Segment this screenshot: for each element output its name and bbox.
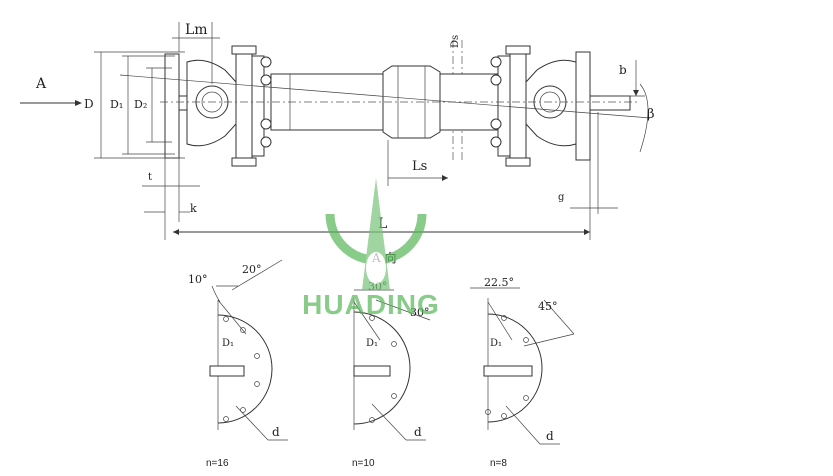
flange-view-n10: 30° 30° D₁ d n=10 <box>352 280 431 469</box>
n16-angle-mid: 20° <box>242 263 262 276</box>
label-ds: Ds <box>450 35 461 48</box>
huading-logo-icon <box>325 178 427 290</box>
n16-hole: d <box>272 425 280 439</box>
n16-count: n=16 <box>206 458 229 469</box>
label-k: k <box>190 202 197 215</box>
flange-view-n8: 22.5° 45° D₁ d n=8 <box>470 276 575 469</box>
n10-pitch: D₁ <box>366 338 378 349</box>
n10-count: n=10 <box>352 458 375 469</box>
label-b: b <box>619 63 627 77</box>
label-g: g <box>558 192 565 203</box>
dimension-lines: A D D₁ D₂ Lm Ds b β Ls <box>20 22 655 265</box>
label-d2: D₂ <box>134 98 147 111</box>
label-l: L <box>378 216 387 232</box>
label-d: D <box>84 97 94 111</box>
left-bolts <box>231 45 272 167</box>
n8-angle-top: 22.5° <box>484 276 514 289</box>
label-lm: Lm <box>185 22 208 38</box>
label-d1: D₁ <box>110 98 123 111</box>
n10-hole: d <box>414 425 422 439</box>
huading-watermark: HUADING <box>302 178 440 320</box>
n8-count: n=8 <box>490 458 507 469</box>
watermark-text: HUADING <box>302 289 440 320</box>
n8-angle-mid: 45° <box>538 300 558 313</box>
flange-view-n16: 10° 20° D₁ d n=16 <box>188 259 288 469</box>
left-flange-plate <box>164 53 180 159</box>
right-flange-plate <box>575 51 591 161</box>
label-arrow-a: A <box>35 76 47 92</box>
label-beta: β <box>647 107 655 122</box>
n8-pitch: D₁ <box>490 338 502 349</box>
label-ls: Ls <box>412 159 427 174</box>
label-t: t <box>148 172 152 183</box>
n16-pitch: D₁ <box>222 338 234 349</box>
n10-angle-mid: 30° <box>410 306 430 319</box>
right-bolt-flange <box>509 49 527 163</box>
shaft-side-view <box>119 40 651 167</box>
left-bolt-flange <box>235 49 253 163</box>
n8-hole: d <box>546 429 554 443</box>
right-bolts <box>490 45 531 167</box>
n16-angle-top: 10° <box>188 273 208 286</box>
